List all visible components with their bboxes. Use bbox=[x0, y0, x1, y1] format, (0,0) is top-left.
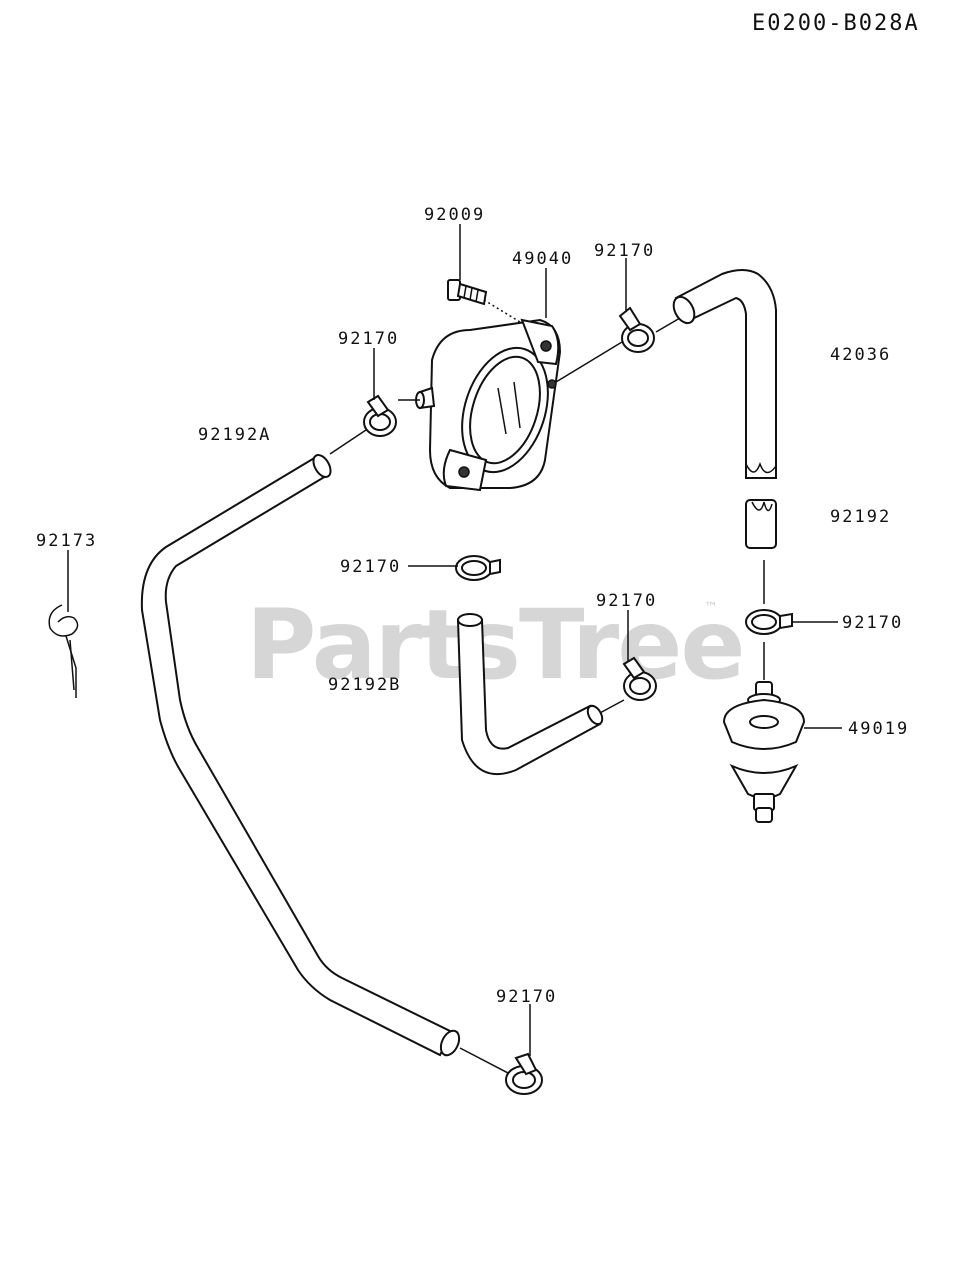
label-42036: 42036 bbox=[830, 345, 891, 365]
label-92170-filter: 92170 bbox=[842, 613, 903, 633]
clamp-bottom[interactable] bbox=[505, 1052, 543, 1095]
label-92170-pump-inlet: 92170 bbox=[338, 329, 399, 349]
hose-92192b[interactable] bbox=[456, 613, 605, 776]
label-92170-loose: 92170 bbox=[340, 557, 401, 577]
clamp-pump-inlet[interactable] bbox=[363, 394, 397, 437]
clip-92173[interactable] bbox=[48, 552, 79, 698]
hose-92192a[interactable] bbox=[140, 452, 463, 1058]
clamp-pump-outlet[interactable] bbox=[618, 306, 655, 353]
label-92192: 92192 bbox=[830, 507, 891, 527]
label-92170-pump-outlet: 92170 bbox=[594, 241, 655, 261]
label-92173: 92173 bbox=[36, 531, 97, 551]
parts-tree-watermark: PartsTree bbox=[246, 589, 743, 701]
label-49019: 49019 bbox=[848, 719, 909, 739]
clamp-filter[interactable] bbox=[745, 609, 793, 635]
bolt-92009[interactable] bbox=[447, 279, 521, 323]
hose-42036[interactable] bbox=[669, 269, 777, 479]
label-92192b: 92192B bbox=[328, 675, 401, 695]
clamp-hose-b[interactable] bbox=[622, 656, 657, 701]
label-92170-hose-b: 92170 bbox=[596, 591, 657, 611]
label-92192a: 92192A bbox=[198, 425, 271, 445]
diagram-code: E0200-B028A bbox=[752, 11, 920, 36]
label-92009: 92009 bbox=[424, 205, 485, 225]
joint-hose-92192[interactable] bbox=[745, 499, 777, 549]
fuel-filter-49019[interactable] bbox=[722, 681, 806, 823]
label-92170-bottom: 92170 bbox=[496, 987, 557, 1007]
clamp-loose[interactable] bbox=[455, 555, 501, 581]
label-49040: 49040 bbox=[512, 249, 573, 269]
fuel-pump-49040[interactable] bbox=[415, 318, 563, 492]
trademark-symbol: ™ bbox=[704, 600, 718, 616]
